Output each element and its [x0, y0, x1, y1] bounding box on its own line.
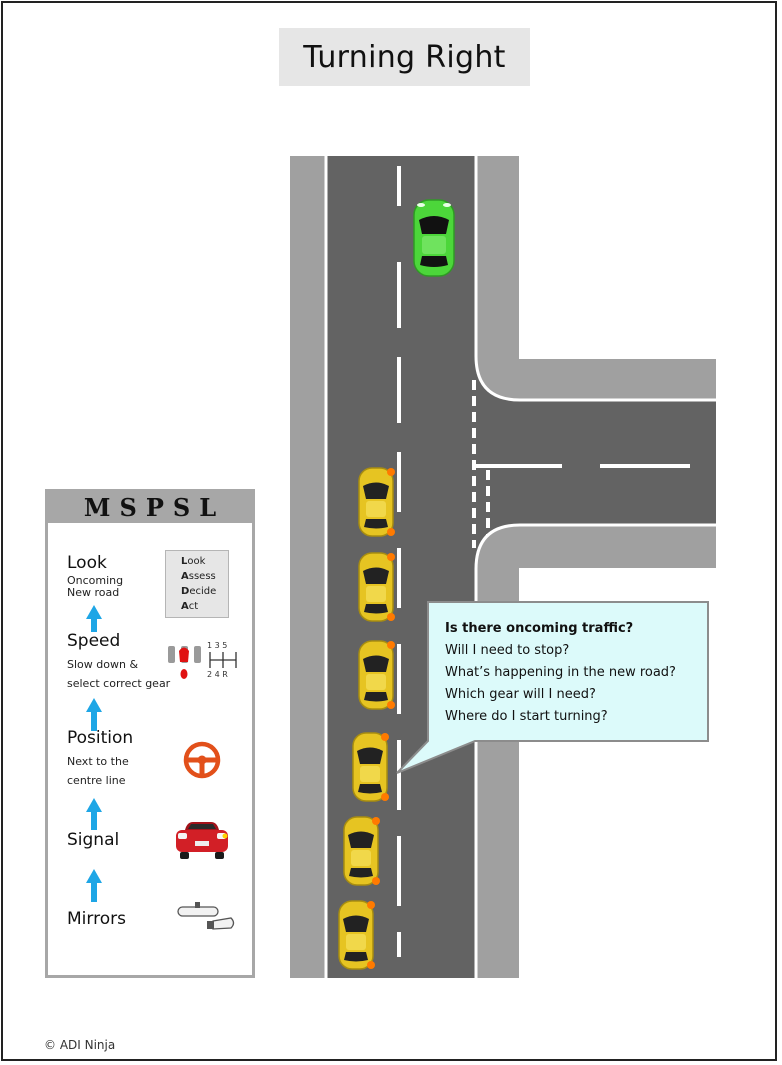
learner-car-icon	[358, 640, 395, 710]
step-position-sub: Next to the centre line	[67, 752, 129, 790]
lada-line: Assess	[181, 571, 216, 582]
callout-line: Will I need to stop?	[445, 643, 570, 658]
step-position-sub-line: centre line	[67, 774, 126, 787]
lada-line: Look	[181, 556, 206, 567]
copyright-notice: © ADI Ninja	[44, 1038, 116, 1052]
callout-questions: Is there oncoming traffic? Will I need t…	[445, 618, 676, 728]
sequence-arrows	[86, 605, 102, 902]
step-mirrors-title: Mirrors	[67, 909, 126, 929]
mirrors-icon	[177, 902, 235, 930]
step-position-sub-line: Next to the	[67, 755, 129, 768]
mspsl-icons: 1 3 5 2 4 R	[86, 605, 237, 930]
thought-callout	[396, 601, 709, 774]
callout-line: Where do I start turning?	[445, 709, 608, 724]
gear-labels-top: 1 3 5	[207, 641, 227, 650]
pedals-gearbox-icon: 1 3 5 2 4 R	[168, 641, 237, 679]
side-road	[475, 356, 716, 569]
lada-line: Act	[181, 601, 199, 612]
left-pavement	[290, 156, 326, 978]
mspsl-header: MSPSL	[48, 492, 252, 523]
up-arrow-icon	[86, 605, 102, 632]
step-speed-title: Speed	[67, 631, 121, 651]
lada-card-icon: Look Assess Decide Act	[165, 550, 229, 618]
step-speed-sub: Slow down & select correct gear	[67, 655, 170, 693]
step-look-title: Look	[67, 553, 107, 573]
learner-car-queue	[338, 467, 395, 970]
right-edge-line-upper	[474, 156, 716, 402]
step-signal-title: Signal	[67, 830, 120, 850]
lada-line: Decide	[181, 586, 217, 597]
learner-car-icon	[358, 552, 395, 622]
step-look-sub-line: New road	[67, 586, 120, 599]
gear-labels-bottom: 2 4 R	[207, 670, 228, 679]
oncoming-car-icon	[413, 199, 455, 277]
step-look-sub-line: Oncoming	[67, 574, 124, 587]
learner-car-icon	[352, 732, 389, 802]
up-arrow-icon	[86, 698, 102, 731]
callout-line: Which gear will I need?	[445, 687, 596, 702]
step-speed-sub-line: Slow down &	[67, 658, 139, 671]
up-arrow-icon	[86, 798, 102, 830]
step-look-sub: Oncoming New road	[67, 575, 123, 599]
up-arrow-icon	[86, 869, 102, 902]
car-rear-signal-icon	[176, 822, 228, 859]
step-speed-sub-line: select correct gear	[67, 677, 171, 690]
right-edge-line-lower	[474, 523, 716, 978]
callout-line: Is there oncoming traffic?	[445, 621, 634, 636]
mspsl-panel: MSPSL Look Oncoming New road Look Assess…	[45, 489, 255, 978]
title-box: Turning Right	[279, 28, 530, 86]
learner-car-icon	[343, 816, 380, 886]
learner-car-icon	[338, 900, 375, 970]
page-title: Turning Right	[303, 39, 506, 75]
side-road-bottom-pavement	[476, 524, 716, 568]
callout-line: What’s happening in the new road?	[445, 665, 676, 680]
edge-lines	[324, 156, 716, 978]
step-position-title: Position	[67, 728, 134, 748]
pavements	[290, 156, 716, 978]
mspsl-header-text: MSPSL	[83, 493, 226, 522]
steering-wheel-icon	[183, 741, 221, 779]
side-road-top-pavement	[476, 359, 716, 401]
learner-car-icon	[358, 467, 395, 537]
